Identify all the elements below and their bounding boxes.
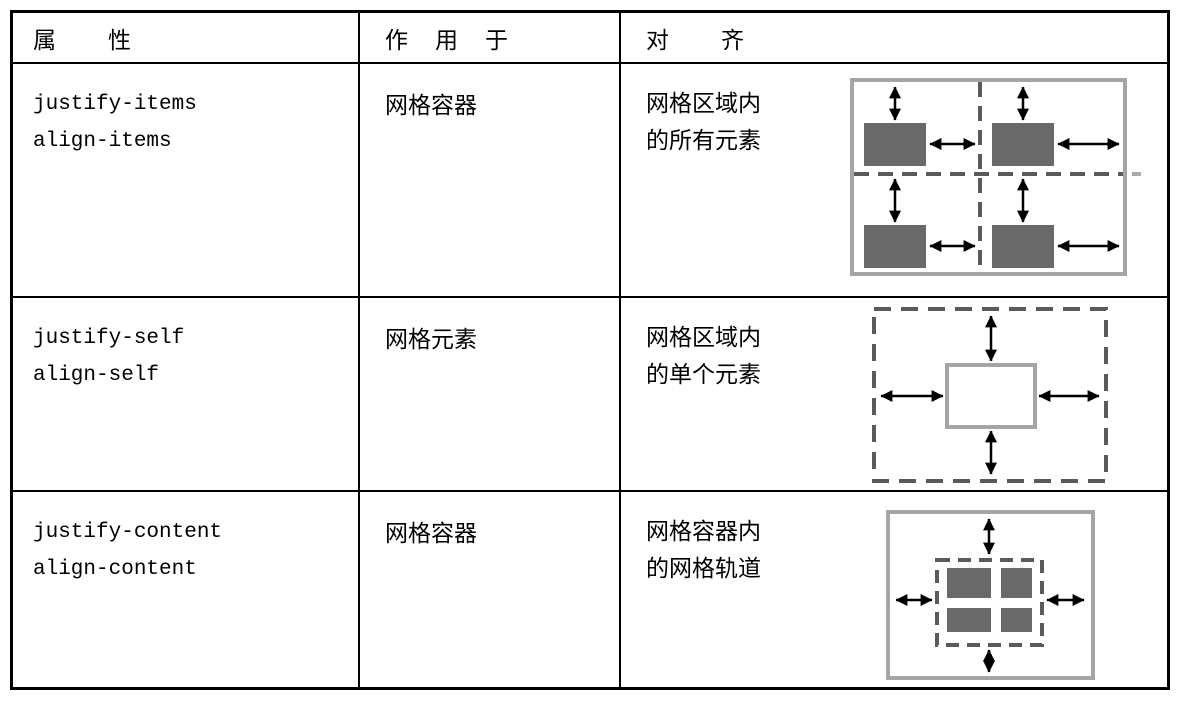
property-cell-items: justify-items align-items: [13, 64, 360, 298]
grid-item-box: [945, 363, 1037, 429]
alignment-line-2: 的网格轨道: [646, 556, 761, 582]
grid-areas-all-items-diagram: [850, 78, 1141, 276]
applies-to-value: 网格容器: [385, 521, 477, 547]
grid-area-dashed-frame: [872, 307, 1108, 483]
grid-alignment-properties-table: 属 性 作 用 于 对 齐 justify-items align-items …: [10, 10, 1170, 690]
alignment-line-1: 网格区域内: [646, 91, 761, 117]
property-cell-self: justify-self align-self: [13, 298, 360, 492]
grid-track-cell: [947, 608, 991, 632]
header-cell-alignment: 对 齐: [621, 13, 1167, 64]
grid-item-box: [864, 225, 926, 268]
property-name-align-self: align-self: [33, 364, 160, 387]
alignment-line-2: 的单个元素: [646, 362, 761, 388]
property-name-justify-content: justify-content: [33, 521, 223, 544]
grid-tracks-in-container-diagram: [886, 510, 1095, 680]
header-label-property: 属 性: [33, 27, 133, 54]
applies-to-cell-items: 网格容器: [360, 64, 621, 298]
header-cell-property: 属 性: [13, 13, 360, 64]
property-name-align-items: align-items: [33, 130, 172, 153]
alignment-description: 网格区域内 的所有元素: [621, 64, 761, 160]
applies-to-cell-content: 网格容器: [360, 492, 621, 687]
alignment-line-2: 的所有元素: [646, 128, 761, 154]
header-label-alignment: 对 齐: [646, 27, 746, 54]
applies-to-value: 网格容器: [385, 93, 477, 119]
applies-to-value: 网格元素: [385, 327, 477, 353]
grid-tracks-dashed-frame: [935, 558, 1044, 647]
alignment-cell-items: 网格区域内 的所有元素: [621, 64, 1167, 298]
grid-track-cell: [947, 568, 991, 598]
grid-area-single-item-diagram: [872, 307, 1108, 483]
header-cell-applies-to: 作 用 于: [360, 13, 621, 64]
property-cell-content: justify-content align-content: [13, 492, 360, 687]
grid-track-cell: [1001, 608, 1032, 632]
grid-track-cell: [1001, 568, 1032, 598]
grid-item-box: [992, 123, 1054, 166]
alignment-line-1: 网格区域内: [646, 325, 761, 351]
property-name-align-content: align-content: [33, 558, 197, 581]
property-name-justify-self: justify-self: [33, 327, 185, 350]
property-name-justify-items: justify-items: [33, 93, 197, 116]
alignment-cell-self: 网格区域内 的单个元素: [621, 298, 1167, 492]
alignment-description: 网格区域内 的单个元素: [621, 298, 761, 394]
alignment-description: 网格容器内 的网格轨道: [621, 492, 761, 588]
header-label-applies-to: 作 用 于: [385, 27, 510, 54]
applies-to-cell-self: 网格元素: [360, 298, 621, 492]
alignment-line-1: 网格容器内: [646, 519, 761, 545]
grid-item-box: [992, 225, 1054, 268]
alignment-cell-content: 网格容器内 的网格轨道: [621, 492, 1167, 687]
grid-item-box: [864, 123, 926, 166]
